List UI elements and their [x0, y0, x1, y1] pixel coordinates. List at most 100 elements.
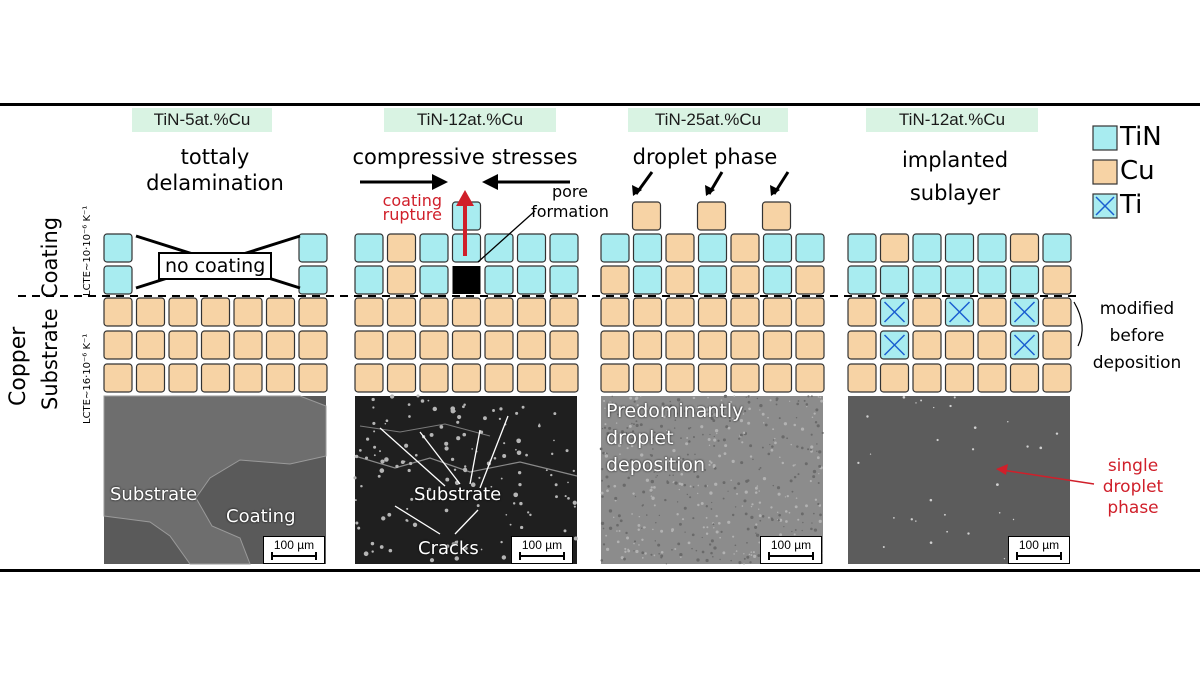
sem-3-speck	[599, 447, 603, 451]
substrate-block-p2-r2-c7	[549, 330, 579, 360]
sem-3-speck	[624, 550, 627, 553]
sem-3-speck	[617, 413, 619, 416]
sem-3-speck	[633, 423, 635, 426]
sem-3-speck	[661, 402, 665, 406]
sem-3-speck	[656, 474, 658, 477]
sem-2-speck	[573, 536, 578, 541]
sem-2-speck	[525, 453, 528, 457]
sem-3-speck	[734, 544, 737, 547]
single-droplet-phase-label: single droplet phase	[1102, 456, 1164, 518]
sem-2-speck	[462, 405, 465, 409]
sem-3-speck	[812, 469, 817, 474]
sem-3-speck	[618, 444, 621, 447]
sem-3-speck	[611, 395, 613, 398]
sem-3-speck	[752, 551, 755, 554]
sem-3-speck	[657, 409, 660, 412]
sem-3-speck	[605, 475, 609, 479]
sem-3-speck	[675, 412, 678, 415]
sem-3-speck	[665, 469, 669, 472]
sem-2-speck	[366, 437, 370, 441]
modified-brace	[1073, 301, 1083, 347]
lcte-coating-label: LCTE~10·10⁻⁶ K⁻¹	[82, 205, 93, 296]
sem-3-speck	[815, 408, 819, 412]
sem-3-speck	[761, 412, 765, 416]
sem-3-speck	[705, 532, 709, 535]
coating-block-p4-r1-c6	[1009, 233, 1040, 263]
sem-3-speck	[631, 422, 633, 425]
sem-3-speck	[692, 415, 695, 418]
no-coating-label: no coating	[158, 252, 273, 280]
sem-3-speck	[736, 416, 739, 418]
sem-3-speck	[810, 395, 813, 398]
sem-3-speck	[641, 538, 644, 541]
sem-3-speck	[653, 485, 656, 489]
sem-3-speck	[644, 552, 647, 555]
coating-rupture-label: coating rupture	[382, 191, 442, 224]
sem-4-speck	[936, 438, 939, 442]
substrate-block-p1-r3-c6	[265, 363, 296, 393]
sem-3-speck	[645, 514, 648, 516]
sem-3-speck	[658, 514, 661, 517]
sem-3-speck	[758, 541, 761, 544]
sem-2-speck	[408, 415, 411, 418]
sem-3-speck	[711, 501, 713, 504]
sem-4-speck	[946, 530, 949, 533]
sem-2-cracks-label: Cracks	[418, 538, 479, 559]
sem-3-speck	[652, 436, 655, 439]
substrate-block-p3-r1-c3	[665, 297, 695, 327]
sem-3-speck	[743, 553, 745, 555]
substrate-block-p1-r2-c3	[168, 330, 198, 360]
sem-3-speck	[672, 481, 674, 484]
sem-2-speck	[515, 411, 519, 415]
legend-ti-label: Ti	[1120, 190, 1143, 220]
substrate-block-p3-r2-c5	[730, 330, 760, 360]
sem-3-speck	[728, 416, 731, 420]
substrate-block-p2-r3-c2	[386, 363, 417, 393]
sem-3-speck	[692, 436, 696, 439]
sem-3-speck	[818, 472, 820, 475]
legend-cu-swatch	[1092, 159, 1118, 185]
sem-3-speck	[692, 396, 696, 400]
sem-2-speck	[529, 513, 532, 517]
substrate-block-p3-r2-c3	[665, 330, 695, 360]
sem-2-speck	[476, 504, 480, 508]
sem-3-speck	[786, 437, 789, 440]
sem-3-speck	[796, 402, 800, 406]
coating-block-p2-r2-c5	[484, 265, 514, 295]
sem-2-speck	[414, 453, 418, 457]
sem-3-speck	[705, 516, 708, 519]
sem-2-speck	[564, 495, 567, 498]
sem-3-speck	[664, 498, 667, 502]
sem-3-speck	[821, 431, 824, 435]
sem-3-speck	[745, 396, 747, 398]
sem-2-speck	[387, 512, 392, 517]
sem-3-speck	[665, 563, 667, 565]
sem-3-speck	[601, 467, 604, 471]
sem-2-speck	[450, 406, 456, 412]
substrate-block-p2-r2-c4	[451, 330, 482, 360]
sem-3-speck	[712, 419, 716, 423]
sem-3-speck	[755, 523, 758, 526]
sem-2-substrate-arrow-3	[469, 429, 481, 485]
substrate-block-p2-r3-c7	[549, 363, 579, 393]
sem-3-speck	[718, 454, 722, 458]
sem-2-speck	[416, 394, 420, 398]
sem-3-speck	[795, 416, 798, 419]
legend-tin-swatch	[1092, 125, 1118, 151]
sem-3-speck	[719, 536, 722, 539]
substrate-block-p2-r1-c5	[484, 297, 514, 327]
substrate-block-p1-r1-c6	[265, 297, 296, 327]
sem-3-speck	[653, 554, 656, 557]
sem-3-speck	[816, 443, 818, 445]
droplet-block-c6	[761, 201, 792, 231]
sem-4-speck	[910, 518, 913, 521]
sem-3-speck	[804, 462, 808, 466]
substrate-block-p1-r1-c3	[168, 297, 198, 327]
lcte-substrate-label: LCTE~16·10⁻⁶ K⁻¹	[82, 333, 93, 424]
sem-3-speck	[770, 448, 774, 452]
droplet-block-c2	[631, 201, 662, 231]
substrate-block-p1-r2-c2	[135, 330, 166, 360]
sem-3-speck	[713, 444, 716, 447]
sem-3-speck	[769, 443, 771, 446]
sem-3-speck	[748, 553, 751, 556]
